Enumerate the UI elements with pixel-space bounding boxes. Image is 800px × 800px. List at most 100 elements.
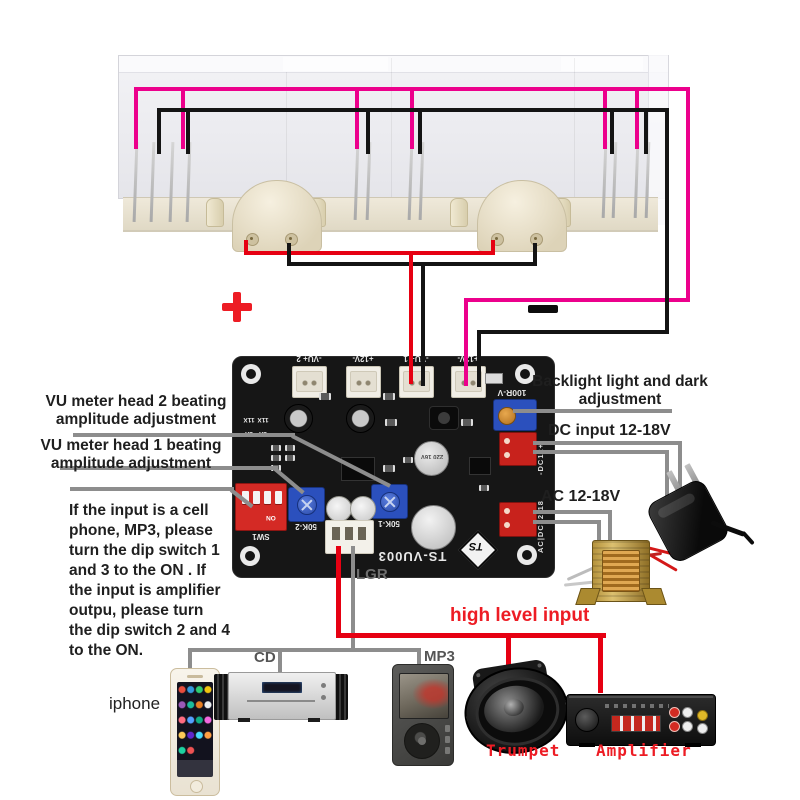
backlight-positive-entry [464,298,468,386]
backlight-negative-drop-wire [610,108,614,154]
ts-logo-text: TS [468,540,484,552]
backlight-positive-drop-wire [410,87,414,149]
smd-component [403,457,413,463]
meter-post [206,198,224,227]
backlight-negative-drop-wire [366,108,370,154]
amplifier-foot [685,743,701,747]
lgr-label: LGR [356,566,388,583]
high-level-wire [336,546,341,638]
cd-player-face [228,672,336,720]
transformer-device [563,536,678,608]
connector-12v-label: +12V- [352,354,374,363]
vu2-callout-line [73,433,295,437]
pcb-board: -VU+ 2 +12V- -VU+ 1 +12V- 100R-V -DC12+ … [232,354,555,578]
backlight-negative-drop-wire [418,108,422,154]
amplifier-device [566,694,716,747]
capacitor-value-label: 220 16V [420,453,444,459]
mounting-hole [515,364,535,384]
cd-player-display [262,682,302,693]
backlight-trimmer [493,399,537,431]
backlight-positive-return-wire [686,87,690,302]
dip-toggle-4 [275,491,282,504]
dip-callout-line [70,487,234,491]
amplifier-panel-markings [605,704,669,708]
cd-label: CD [254,649,276,666]
dip-note-line: If the input is a cell [69,502,209,519]
backlight-pot-label: 100R-V [497,388,527,398]
backlight-negative-bus-wire [157,108,669,112]
gain-trimmer-right-label: 50K-1 [378,519,400,528]
connector-slot [332,527,340,540]
source-bracket-wire [188,648,421,652]
smd-component [285,455,295,461]
housing-top-window-right [561,57,643,71]
mp3-screen [399,673,449,719]
cd-player-slot [247,700,315,702]
meter-signal-positive-stub [244,240,248,254]
ac-input-label: AC 12-18V [541,488,621,505]
dc-callout-line [533,441,682,445]
dc-callout-line [678,441,682,497]
adapter-gloss [656,491,697,520]
dip-note-line: the input is amplifier [69,582,221,599]
smd-component [271,445,281,451]
rca-jack-white [682,707,693,718]
dip-note-line: to the ON. [69,642,144,659]
vu2-line2: amplitude adjustment [55,411,217,428]
mp3-wheel-center [418,737,426,745]
iphone-label: iphone [109,694,161,713]
smd-component [385,419,397,426]
connector-vu1-label: -VU+ 1 [403,354,429,363]
meter-post [450,198,468,227]
dip-toggle-3 [264,491,271,504]
dip-note-line: outpu, please turn [69,602,204,619]
backlight-negative-drop-wire [644,108,648,154]
connector-slot [358,527,366,540]
backlight-line2: adjustment [578,391,662,408]
meter-signal-negative-drop [421,262,425,386]
amplifier-volume-knob [575,708,599,732]
dip-on-label: ON [266,514,276,521]
connector-slot [345,527,353,540]
mp3-side-button [445,747,450,754]
inductor [429,406,459,430]
rca-jack-yellow [697,710,708,721]
backlight-positive-return-wire [464,298,690,302]
dip-toggle-2 [253,491,260,504]
meter-signal-negative-stub [533,243,537,265]
amplifier-foot [579,743,595,747]
connector-vu2-label: -VU+ 2 [296,354,322,363]
mp3-side-button [445,736,450,743]
backlight-negative-drop-wire [186,108,190,154]
backlight-positive-drop-wire [355,87,359,149]
backlight-negative-return-wire [477,330,669,334]
capacitor-white [350,496,376,522]
gain-label: 11X [257,416,269,423]
vu1-callout-line [60,466,278,470]
cd-player-button [321,683,326,688]
cd-player-foot [308,718,320,722]
amplifier-label: Amplifier [596,741,692,760]
housing-top-window-left [283,57,388,71]
ac-callout-line [533,520,601,524]
dip-note-line: turn the dip switch 1 [69,542,220,559]
ac-input-connector [499,502,537,537]
vu2-line1: VU meter head 2 beating [45,393,227,410]
high-level-wire-amplifier [598,633,603,693]
transformer-mount-tab [641,588,667,605]
backlight-positive-drop-wire [635,87,639,149]
dip-note-line: the dip switch 2 and 4 [69,622,231,639]
cd-player-heatsink-left [214,674,231,720]
housing-base-strip [123,197,658,232]
backlight-positive-drop-wire [181,87,185,149]
housing-seam [391,58,392,198]
smd-component [383,465,395,472]
dc-silkscreen-label: -DC12+ [536,442,545,475]
dc-callout-line [533,450,669,454]
dc-input-label: DC input 12-18V [548,422,671,439]
ac-callout-line [533,510,612,514]
amplifier-top-edge [569,696,713,698]
vu-meter-housing [118,55,669,199]
trumpet-label: Trumpet [486,741,561,760]
